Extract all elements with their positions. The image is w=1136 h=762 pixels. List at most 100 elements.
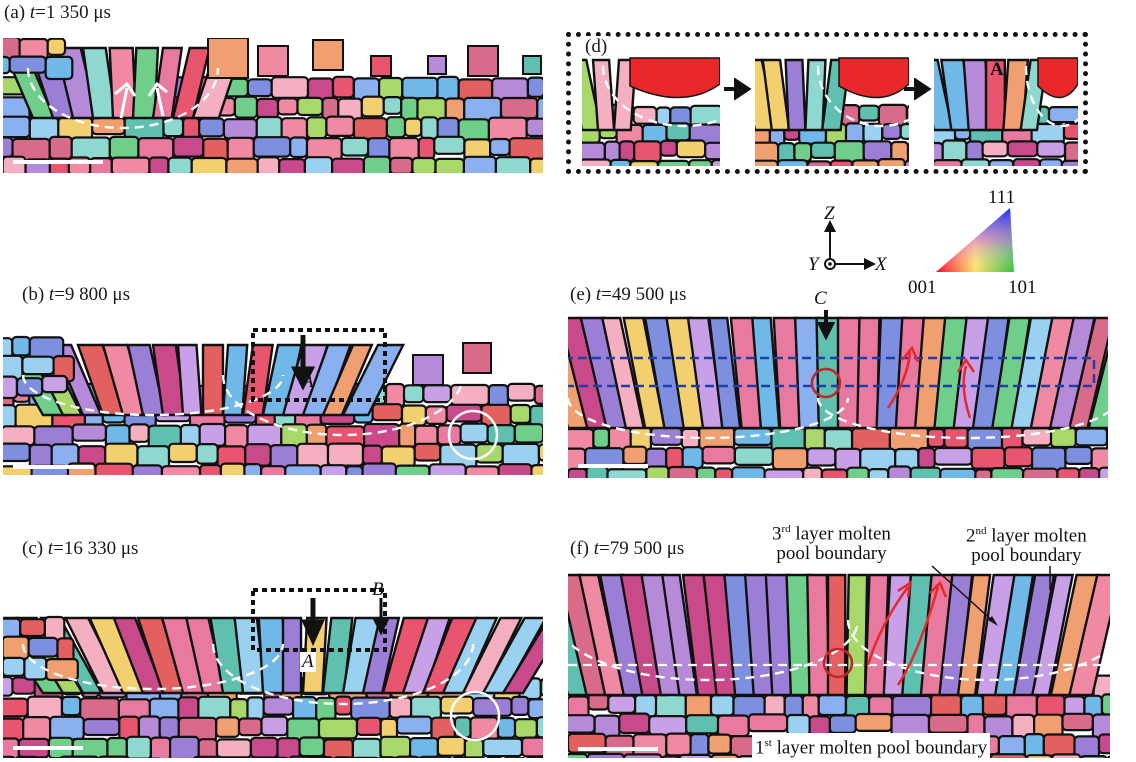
- grain: [1106, 755, 1110, 758]
- grain: [629, 160, 660, 166]
- region-box: [251, 328, 387, 402]
- grain: [527, 698, 543, 720]
- grain: [82, 717, 121, 737]
- molten-pool: [1037, 57, 1078, 99]
- grain: [585, 465, 609, 478]
- time-symbol: t: [48, 284, 55, 305]
- columnar-grain: [500, 625, 543, 695]
- grain: [312, 39, 344, 71]
- grain: [496, 716, 517, 739]
- grain: [917, 447, 936, 470]
- grain: [3, 136, 14, 159]
- grain: [378, 76, 404, 100]
- grain: [665, 732, 692, 757]
- ann-text: layer molten pool boundary: [771, 737, 988, 759]
- grain: [360, 95, 385, 118]
- grain-map-inset-2: [755, 57, 909, 166]
- panel-b-label: (b) t=9 800 μs: [22, 284, 130, 306]
- grain: [409, 737, 439, 758]
- grain: [244, 443, 272, 467]
- grain: [714, 467, 734, 478]
- grain: [747, 713, 789, 733]
- grain: [529, 157, 543, 173]
- grain: [331, 157, 365, 173]
- grain: [903, 159, 909, 166]
- grain: [198, 117, 225, 138]
- grain: [482, 737, 524, 758]
- grain: [622, 753, 663, 758]
- grain: [678, 753, 713, 758]
- pool-boundary-line: [211, 643, 475, 706]
- grain: [877, 158, 906, 166]
- grain: [817, 693, 847, 717]
- grain: [1061, 712, 1094, 732]
- grain: [771, 447, 809, 471]
- grain: [278, 158, 306, 173]
- grain: [1050, 753, 1082, 758]
- grain: [334, 695, 353, 716]
- grain: [981, 692, 1008, 716]
- panel-d-frame: [566, 32, 1088, 174]
- grain-map-inset-1: [582, 57, 720, 166]
- grain: [305, 116, 328, 140]
- grain: [989, 753, 1028, 758]
- second-layer-annotation: 2nd layer molten pool boundary: [966, 521, 1087, 566]
- grain: [3, 425, 36, 447]
- ann-text: layer molten: [790, 523, 891, 545]
- panel-letter: (b): [22, 284, 49, 305]
- axis-x-label: X: [875, 254, 887, 275]
- grain: [1042, 733, 1076, 757]
- grain: [303, 156, 334, 173]
- ann-text: pool boundary: [971, 545, 1082, 567]
- grain: [262, 696, 295, 716]
- grain: [667, 465, 698, 478]
- panel-d-label: (d): [583, 36, 610, 58]
- ann-text: layer molten: [986, 525, 1087, 547]
- grain: [222, 118, 258, 140]
- grain: [331, 75, 355, 99]
- grain: [260, 465, 287, 475]
- sequence-arrow-icon: [724, 78, 752, 100]
- grain: [79, 697, 121, 722]
- grain: [776, 159, 809, 166]
- grain: [434, 157, 466, 173]
- grain: [1062, 122, 1078, 140]
- grain: [394, 464, 431, 475]
- grain: [361, 462, 397, 475]
- grain: [422, 384, 452, 404]
- grain: [225, 157, 259, 173]
- grain: [659, 139, 678, 157]
- grain: [1060, 159, 1078, 166]
- grain: [701, 445, 736, 465]
- panel-e-label: (e) t=49 500 μs: [570, 284, 686, 306]
- grain: [1098, 466, 1108, 478]
- grain: [149, 736, 172, 758]
- time-value: =16 330 μs: [53, 538, 139, 559]
- grain: [906, 142, 909, 159]
- columnar-grain: [176, 343, 203, 417]
- grain: [568, 467, 588, 478]
- grain: [395, 755, 420, 758]
- grain: [388, 696, 413, 719]
- panel-letter: (e): [570, 284, 596, 305]
- grain: [382, 95, 403, 115]
- grain: [260, 715, 289, 737]
- grain: [60, 695, 82, 717]
- scale-bar: [578, 464, 648, 468]
- grain: [322, 738, 354, 758]
- marker-arrow-icon: [372, 598, 390, 636]
- marker-arrow-icon: [816, 310, 836, 341]
- grain: [891, 694, 933, 718]
- grain: [802, 466, 823, 478]
- grain: [108, 135, 140, 160]
- grain: [420, 116, 439, 140]
- grain: [233, 95, 259, 119]
- grain: [389, 156, 414, 173]
- grain: [522, 55, 542, 75]
- grain: [276, 97, 299, 116]
- grain: [526, 755, 543, 758]
- grain: [499, 96, 539, 120]
- panel-letter: (c): [22, 538, 48, 559]
- pool-boundary-line: [601, 65, 720, 128]
- pool-boundary-line: [568, 619, 860, 682]
